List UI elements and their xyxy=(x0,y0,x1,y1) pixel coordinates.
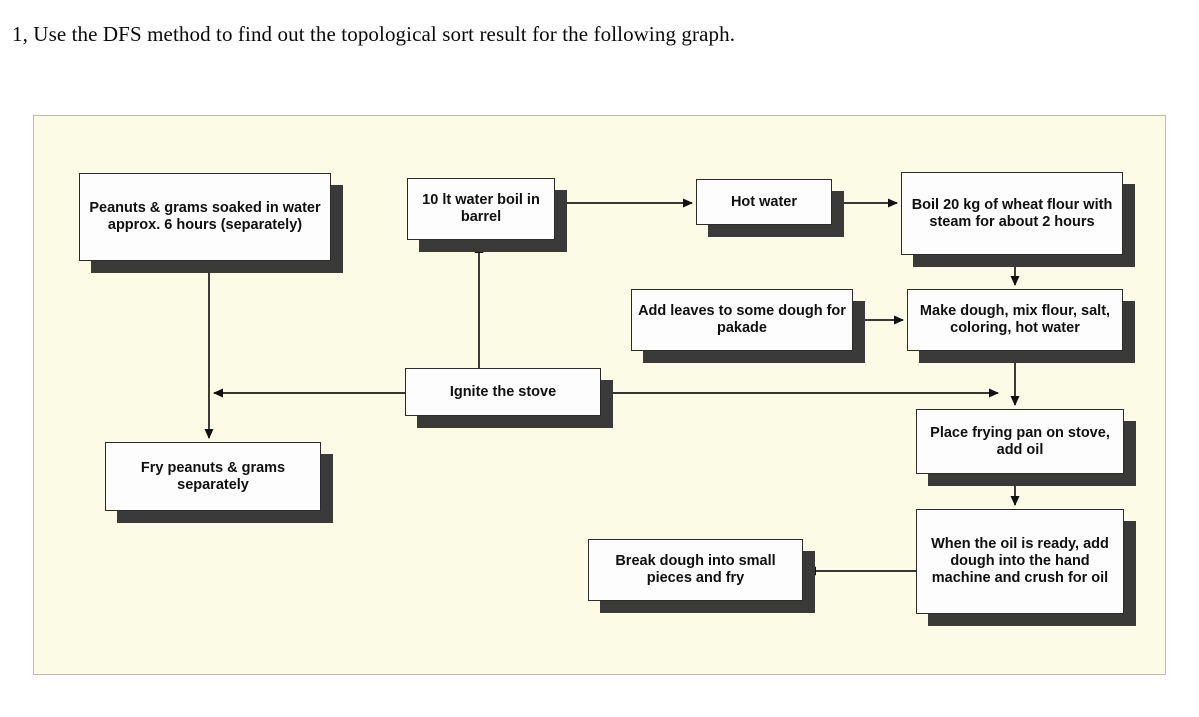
node-crush-for-oil[interactable]: When the oil is ready, add dough into th… xyxy=(916,509,1124,614)
node-add-leaves[interactable]: Add leaves to some dough for pakade xyxy=(631,289,853,351)
node-label: When the oil is ready, add dough into th… xyxy=(931,536,1109,586)
node-label: Ignite the stove xyxy=(449,383,557,400)
node-make-dough[interactable]: Make dough, mix flour, salt, coloring, h… xyxy=(907,289,1123,351)
node-break-dough[interactable]: Break dough into small pieces and fry xyxy=(588,539,803,601)
node-boil-wheat-flour[interactable]: Boil 20 kg of wheat flour with steam for… xyxy=(901,172,1123,255)
flowchart-edges xyxy=(204,198,1020,576)
node-label: Add leaves to some dough for pakade xyxy=(638,303,846,336)
node-fry-peanuts[interactable]: Fry peanuts & grams separately xyxy=(105,442,321,511)
node-ignite-stove[interactable]: Ignite the stove xyxy=(405,368,601,416)
node-label: Boil 20 kg of wheat flour with steam for… xyxy=(911,196,1113,230)
node-label: Make dough, mix flour, salt, coloring, h… xyxy=(919,303,1111,336)
node-label: Break dough into small pieces and fry xyxy=(615,553,776,586)
node-label: Hot water xyxy=(730,193,798,210)
node-peanuts-soaked[interactable]: Peanuts & grams soaked in water approx. … xyxy=(79,173,331,261)
node-label: 10 lt water boil in barrel xyxy=(422,192,540,225)
question-text: 1, Use the DFS method to find out the to… xyxy=(12,22,736,46)
node-water-boil-barrel[interactable]: 10 lt water boil in barrel xyxy=(407,178,555,240)
node-label: Place frying pan on stove, add oil xyxy=(930,424,1110,458)
node-label: Peanuts & grams soaked in water approx. … xyxy=(89,200,321,233)
node-label: Fry peanuts & grams separately xyxy=(140,459,286,493)
flowchart-canvas: Peanuts & grams soaked in water approx. … xyxy=(34,116,1167,676)
node-place-frying-pan[interactable]: Place frying pan on stove, add oil xyxy=(916,409,1124,474)
node-hot-water[interactable]: Hot water xyxy=(696,179,832,225)
flowchart-figure: Peanuts & grams soaked in water approx. … xyxy=(33,115,1166,675)
